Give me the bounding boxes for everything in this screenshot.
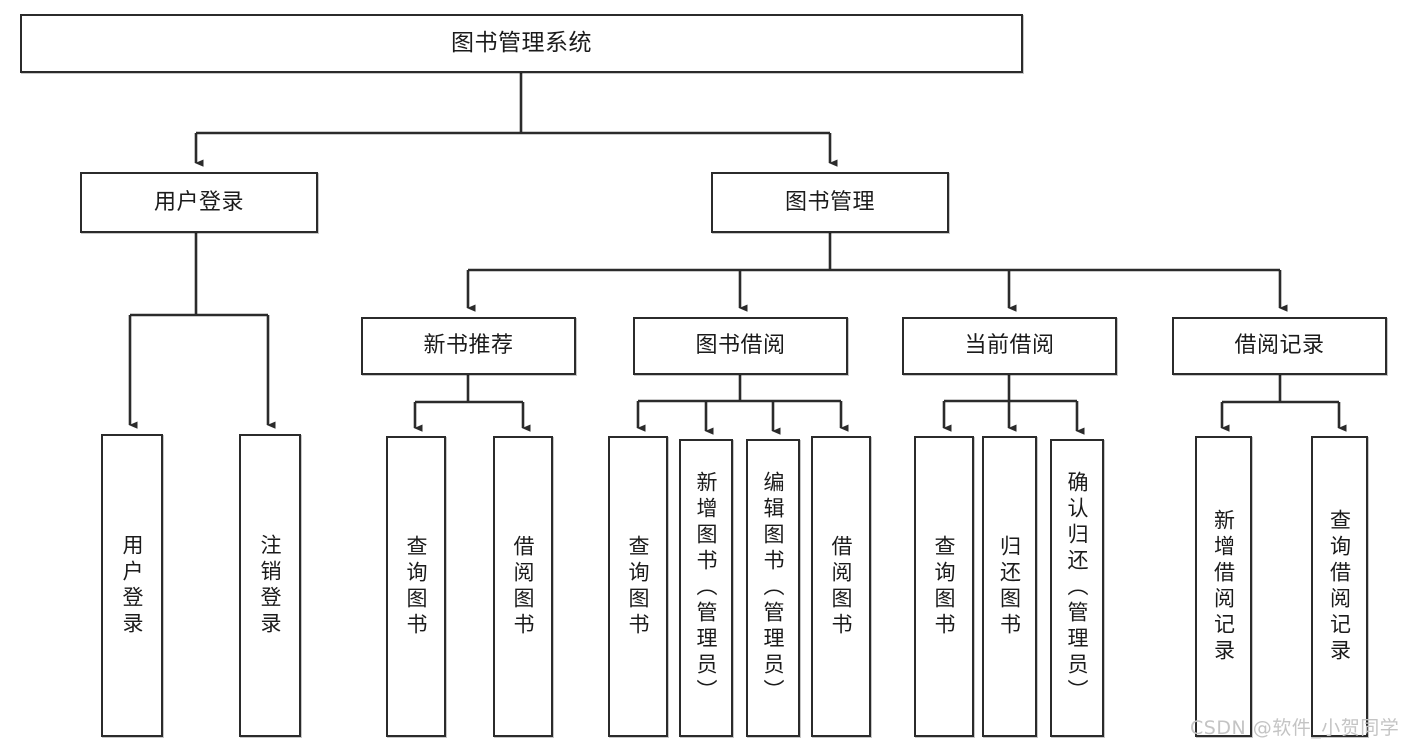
node-label: 借阅记录 [1234, 333, 1325, 359]
leaf-borrow-book[interactable]: 借阅图书 [811, 436, 871, 737]
node-label: 图书管理系统 [451, 30, 592, 57]
node-book-borrow[interactable]: 图书借阅 [633, 317, 848, 375]
node-label: 新书推荐 [423, 333, 514, 359]
node-label: 借阅图书 [829, 534, 854, 639]
node-label: 用户登录 [153, 189, 244, 215]
leaf-borrow-book-recommend[interactable]: 借阅图书 [493, 436, 553, 737]
leaf-return-book[interactable]: 归还图书 [982, 436, 1037, 737]
node-label: 归还图书 [997, 534, 1022, 639]
node-label: 查询图书 [932, 534, 957, 639]
leaf-add-book-admin[interactable]: 新增图书（管理员） [679, 439, 733, 737]
leaf-confirm-return-admin[interactable]: 确认归还（管理员） [1050, 439, 1104, 737]
node-label: 查询图书 [404, 534, 429, 639]
node-label: 确认归还（管理员） [1065, 471, 1090, 705]
leaf-user-logout[interactable]: 注销登录 [239, 434, 301, 737]
node-label: 查询借阅记录 [1327, 508, 1352, 665]
node-label: 编辑图书（管理员） [761, 471, 786, 705]
node-new-book-recommend[interactable]: 新书推荐 [361, 317, 576, 375]
node-label: 新增借阅记录 [1211, 508, 1236, 665]
node-label: 查询图书 [626, 534, 651, 639]
node-borrow-record[interactable]: 借阅记录 [1172, 317, 1387, 375]
leaf-query-book-current[interactable]: 查询图书 [914, 436, 974, 737]
leaf-edit-book-admin[interactable]: 编辑图书（管理员） [746, 439, 800, 737]
node-user-login[interactable]: 用户登录 [80, 172, 318, 233]
node-book-management[interactable]: 图书管理 [711, 172, 949, 233]
node-label: 当前借阅 [964, 333, 1055, 359]
node-label: 用户登录 [120, 533, 145, 638]
node-label: 图书借阅 [695, 333, 786, 359]
node-label: 图书管理 [784, 189, 875, 215]
leaf-query-book-recommend[interactable]: 查询图书 [386, 436, 446, 737]
leaf-add-borrow-record[interactable]: 新增借阅记录 [1195, 436, 1252, 737]
node-current-borrow[interactable]: 当前借阅 [902, 317, 1117, 375]
leaf-query-book-borrow[interactable]: 查询图书 [608, 436, 668, 737]
node-root-system[interactable]: 图书管理系统 [20, 14, 1023, 73]
leaf-query-borrow-record[interactable]: 查询借阅记录 [1311, 436, 1368, 737]
leaf-user-login[interactable]: 用户登录 [101, 434, 163, 737]
node-label: 新增图书（管理员） [694, 471, 719, 705]
node-label: 注销登录 [258, 533, 283, 638]
node-label: 借阅图书 [511, 534, 536, 639]
